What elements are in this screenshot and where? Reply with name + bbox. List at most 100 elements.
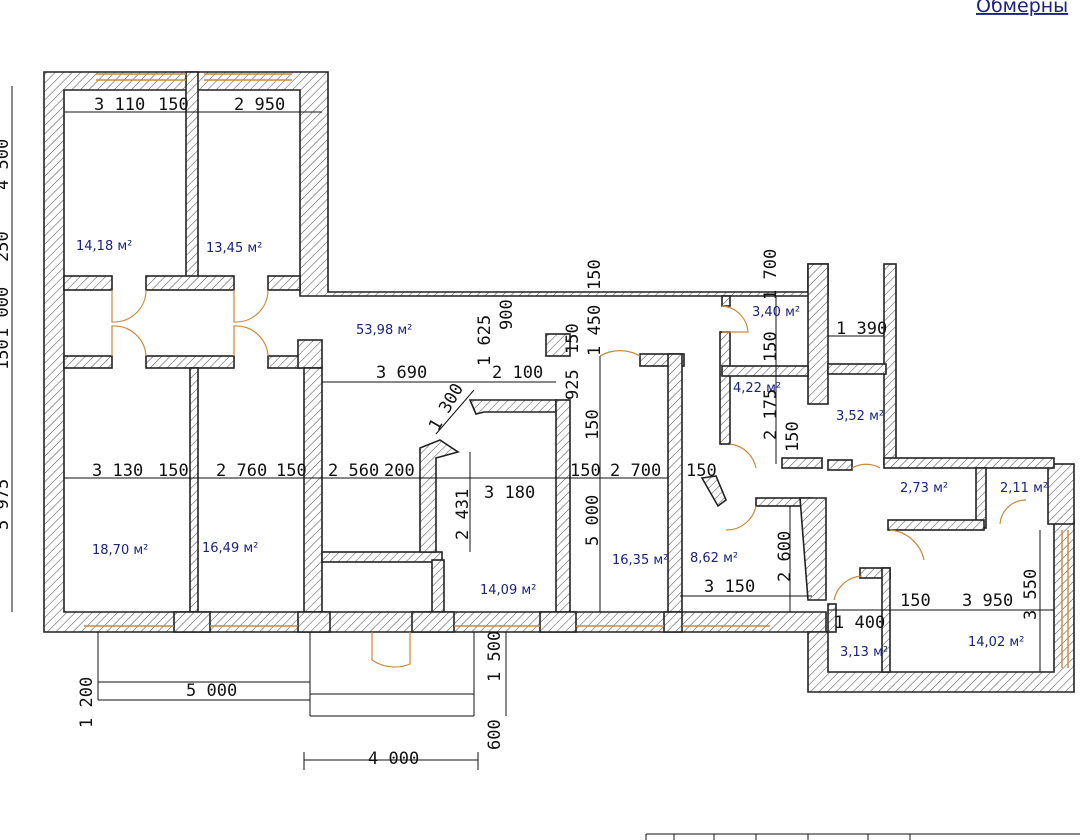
wall-segment — [827, 603, 837, 633]
wall-segment — [719, 331, 731, 445]
wall-segment — [267, 355, 301, 369]
wall-segment — [303, 367, 323, 613]
outer-wall-main — [43, 71, 829, 633]
wall-segment — [827, 459, 853, 471]
area-room-5: 14,09 м² — [480, 583, 536, 598]
area-room-1: 14,18 м² — [76, 239, 132, 254]
wall-segment — [887, 519, 985, 531]
area-room-6: 16,35 м² — [612, 553, 668, 568]
wall-segment — [700, 475, 727, 508]
dim-label: 5 000 — [583, 495, 603, 546]
dim-label: 150 — [563, 323, 583, 354]
dim-label: 150 — [158, 95, 189, 115]
area-room-11: 2,73 м² — [900, 481, 948, 496]
outer-walls — [43, 71, 1075, 693]
dim-label: 150 — [570, 461, 601, 481]
dim-label: 150 — [585, 259, 605, 290]
dim-label: 150 — [583, 409, 603, 440]
wall-segment — [555, 399, 571, 613]
windows — [84, 73, 1069, 668]
area-room-12: 2,11 м² — [1000, 481, 1048, 496]
dim-label: 200 — [384, 461, 415, 481]
dim-label: 1 450 — [585, 305, 605, 356]
wall-segment — [827, 363, 887, 375]
dimension-labels: 3 110 150 2 950 3 130 150 2 760 150 2 56… — [0, 95, 1041, 769]
dim-label: 5 975 — [0, 479, 13, 530]
area-room-2: 13,45 м² — [206, 241, 262, 256]
dim-label: 600 — [485, 719, 505, 750]
wall-segment — [545, 333, 571, 357]
dimension-lines — [11, 86, 1054, 716]
wall-segment — [721, 295, 731, 307]
wall-segment — [267, 275, 301, 291]
wall-segment — [667, 353, 683, 613]
wall-segment — [807, 263, 829, 405]
dim-label: 150 — [900, 591, 931, 611]
dim-label: 150 — [783, 421, 803, 452]
dim-label: 1 500 — [485, 631, 505, 682]
doors — [111, 289, 1027, 668]
wall-segment — [721, 365, 809, 377]
dim-label: 1 390 — [836, 319, 887, 339]
area-room-4: 16,49 м² — [202, 541, 258, 556]
wall-segment — [799, 497, 827, 601]
dim-label: 2 760 — [216, 461, 267, 481]
dim-label: 3 180 — [484, 483, 535, 503]
dim-label: 2 700 — [610, 461, 661, 481]
wall-segment — [975, 467, 987, 529]
inner-walls — [63, 71, 987, 673]
dim-label: 150 — [0, 339, 13, 370]
wall-segment — [63, 355, 113, 369]
dim-label: 150 — [686, 461, 717, 481]
dim-label: 3 110 — [94, 95, 145, 115]
dim-label: 150 — [761, 331, 781, 362]
dim-label: 250 — [0, 231, 13, 262]
dim-label: 3 690 — [376, 363, 427, 383]
wall-segment — [468, 399, 557, 415]
wall-segment — [781, 457, 823, 469]
area-room-9: 4,22 м² — [733, 381, 781, 396]
wall-segment — [419, 439, 460, 553]
dim-label: 900 — [497, 299, 517, 330]
area-room-8: 3,40 м² — [752, 305, 800, 320]
wall-segment — [63, 275, 113, 291]
area-labels: 14,18 м² 13,45 м² 53,98 м² 18,70 м² 16,4… — [76, 239, 1048, 660]
dim-label: 2 560 — [328, 461, 379, 481]
area-room-14: 3,13 м² — [840, 645, 888, 660]
area-room-13: 14,02 м² — [968, 635, 1024, 650]
dim-label: 1 700 — [761, 249, 781, 300]
dim-label: 2 175 — [761, 389, 781, 440]
area-room-10: 3,52 м² — [836, 409, 884, 424]
wall-segment — [431, 559, 445, 613]
area-room-3: 18,70 м² — [92, 543, 148, 558]
area-room-7: 8,62 м² — [690, 551, 738, 566]
dim-label: 2 950 — [234, 95, 285, 115]
wall-segment — [145, 355, 235, 369]
dim-label: 2 100 — [492, 363, 543, 383]
wall-segment — [1047, 463, 1075, 525]
dim-label: 5 000 — [186, 681, 237, 701]
dim-label: 3 550 — [1021, 569, 1041, 620]
porch — [97, 632, 479, 770]
wall-segment — [881, 567, 891, 673]
dim-label: 150 — [158, 461, 189, 481]
dim-label: 925 — [563, 369, 583, 400]
area-hall: 53,98 м² — [356, 323, 412, 338]
dim-label: 4 500 — [0, 139, 13, 190]
title-block-fragment — [645, 833, 1080, 840]
dim-label: 1 400 — [834, 613, 885, 633]
wall-segment — [189, 367, 199, 613]
measurement-drawings-link[interactable]: Обмерны — [976, 0, 1068, 17]
wall-segment — [145, 275, 235, 291]
wall-segment — [883, 457, 1055, 469]
wall-segment — [297, 339, 323, 369]
dim-label: 2 431 — [453, 489, 473, 540]
dim-label: 150 — [276, 461, 307, 481]
dim-label: 4 000 — [368, 749, 419, 769]
dim-label: 1 200 — [77, 677, 97, 728]
dim-label: 2 600 — [775, 531, 795, 582]
bottom-piers — [173, 611, 683, 633]
dim-label: 1 625 — [475, 315, 495, 366]
